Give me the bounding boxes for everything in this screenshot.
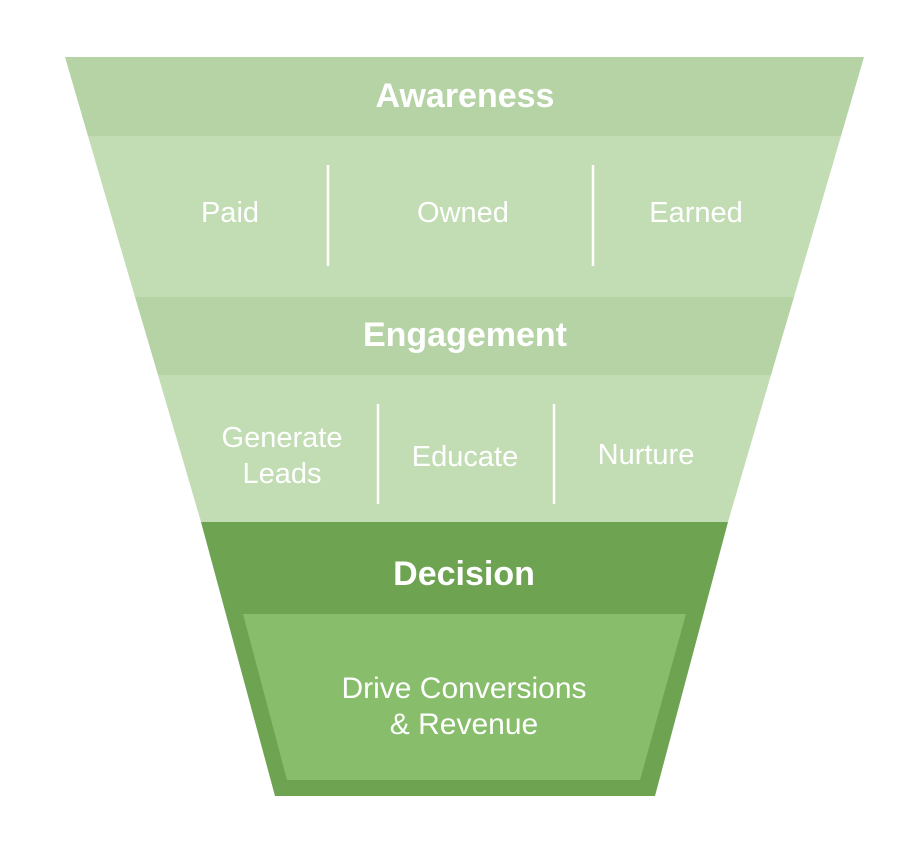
engagement-header-band — [135, 297, 794, 375]
awareness-item-earned: Earned — [649, 197, 743, 229]
engagement-body-band — [158, 375, 771, 522]
decision-stage: Decision Drive Conversions& Revenue — [201, 522, 728, 796]
engagement-title: Engagement — [363, 316, 567, 354]
decision-title: Decision — [393, 555, 535, 593]
awareness-body-band — [88, 136, 841, 297]
awareness-item-paid: Paid — [201, 197, 259, 229]
decision-result-text: Drive Conversions& Revenue — [341, 672, 586, 741]
awareness-header-band — [65, 57, 864, 136]
awareness-stage: Awareness Paid Owned Earned — [65, 57, 864, 297]
engagement-item-educate: Educate — [412, 441, 518, 473]
awareness-item-owned: Owned — [417, 197, 509, 229]
engagement-item-nurture: Nurture — [598, 439, 695, 471]
awareness-title: Awareness — [376, 77, 555, 115]
decision-result-panel — [243, 614, 686, 780]
